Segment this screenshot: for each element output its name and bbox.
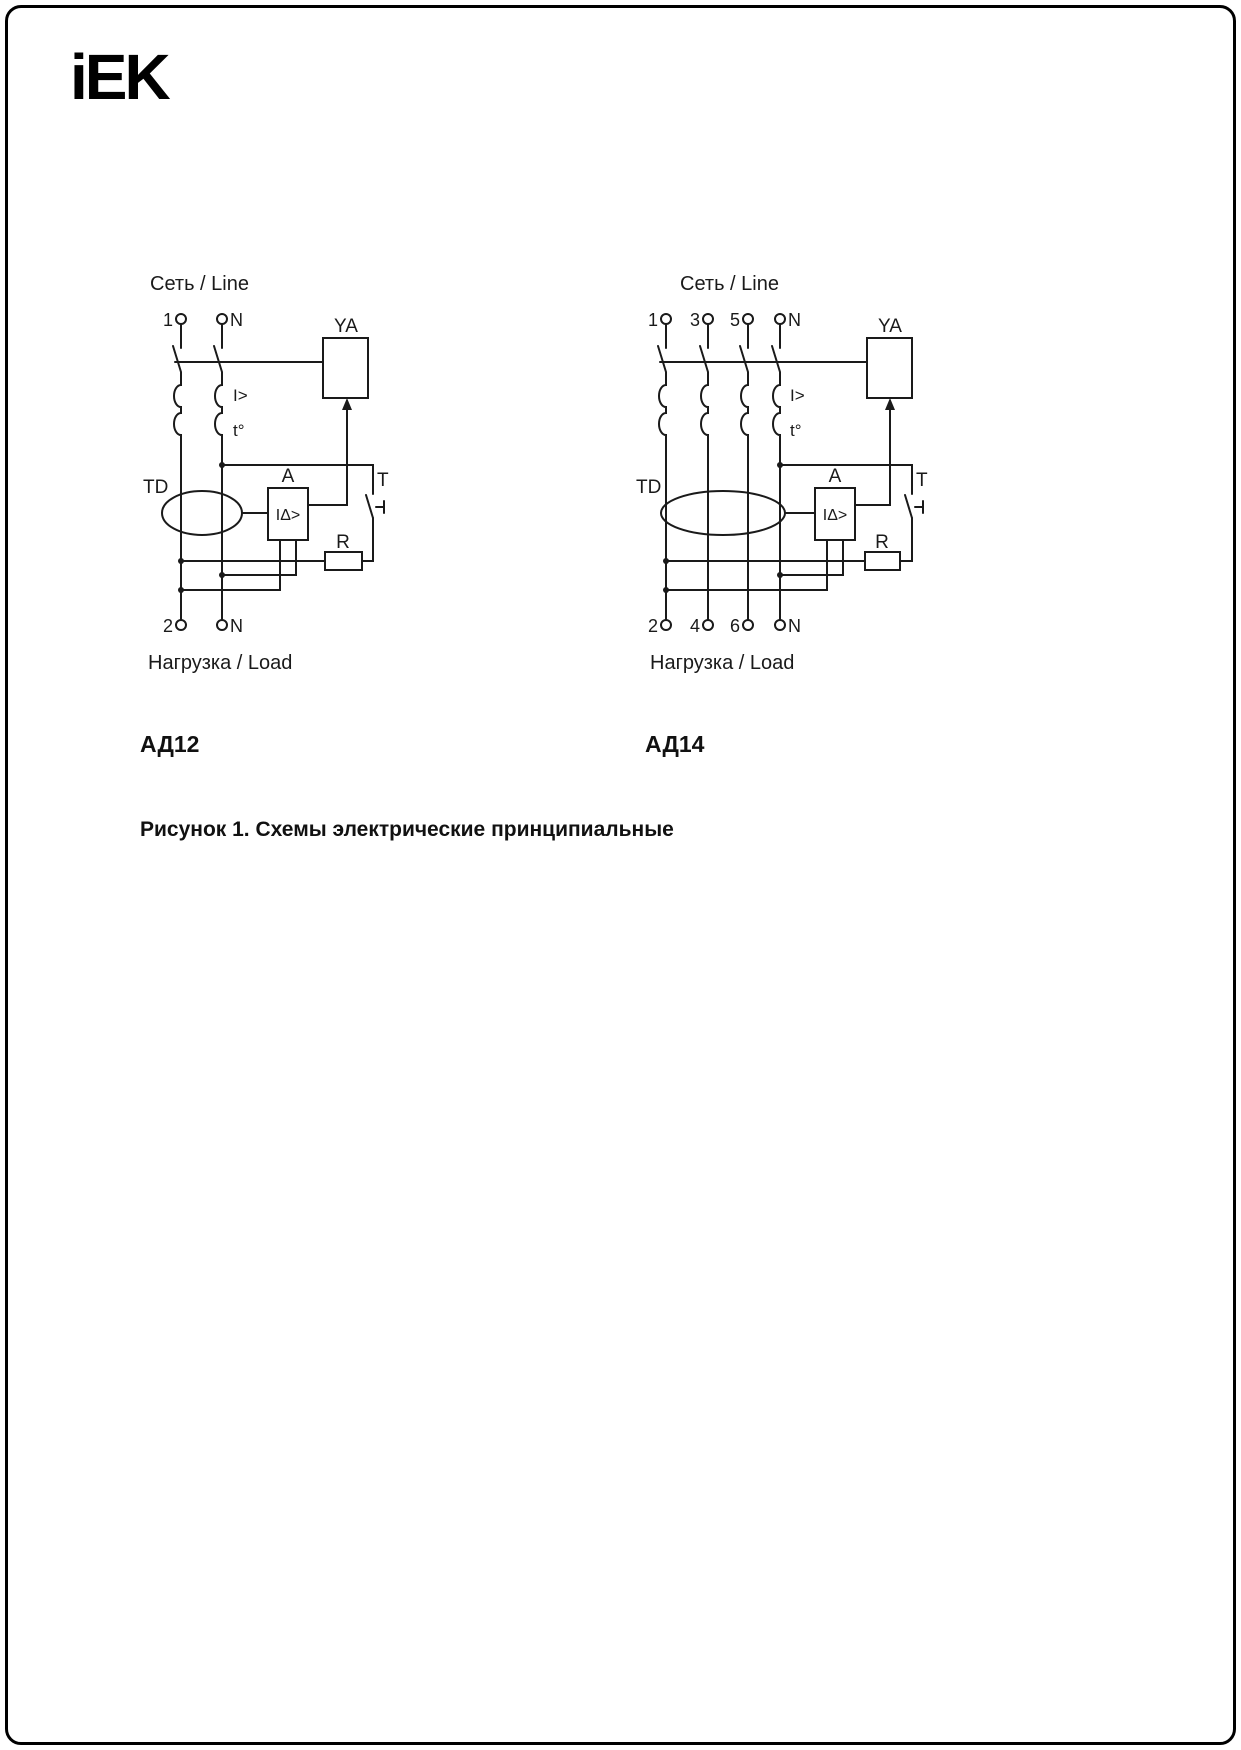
resistor-box — [864, 551, 901, 571]
trip-coil-label: YA — [878, 316, 902, 337]
ad14-schematic: Сеть / Line 1 3 5 N YA I> t° TD A IΔ> T … — [636, 273, 928, 674]
terminal-top-n-label: N — [230, 310, 243, 330]
arrow-up-icon — [342, 398, 352, 410]
amplifier-to-coil-wire — [854, 405, 891, 506]
line-label: Сеть / Line — [680, 273, 779, 295]
iek-logo: iEK — [70, 41, 171, 113]
line-label: Сеть / Line — [150, 273, 249, 295]
terminal-top-5 — [742, 313, 754, 325]
diagram-title-ad12: АД12 — [140, 731, 200, 757]
pole-n-wire — [771, 323, 781, 621]
terminal-bottom-2 — [175, 619, 187, 631]
arrow-up-icon — [885, 398, 895, 410]
resistor-label: R — [336, 532, 350, 553]
test-wire-top — [779, 464, 913, 495]
transformer-label: TD — [636, 477, 661, 498]
amplifier-supply-wire-n — [779, 539, 844, 576]
test-button-contact — [365, 494, 374, 519]
terminal-top-n-label: N — [788, 310, 801, 330]
terminal-top-5-label: 5 — [730, 310, 740, 330]
terminal-bottom-n — [774, 619, 786, 631]
junction-dot — [777, 572, 783, 578]
overcurrent-label: I> — [790, 386, 805, 405]
terminal-bottom-4 — [702, 619, 714, 631]
test-button-contact — [904, 494, 913, 519]
terminal-bottom-n-label: N — [230, 616, 243, 636]
amplifier-supply-wire-1 — [665, 539, 828, 591]
terminal-top-n — [774, 313, 786, 325]
test-wire-bottom — [899, 517, 913, 562]
test-button-label: T — [916, 470, 928, 491]
ad12-schematic: Сеть / Line 1 N YA I> t° TD A IΔ> T R 2 … — [143, 273, 389, 674]
terminal-bottom-6-label: 6 — [730, 616, 740, 636]
amplifier-to-coil-wire — [307, 405, 348, 506]
pole-n-wire — [213, 323, 223, 621]
pole-3-wire — [699, 323, 709, 621]
junction-dot — [178, 587, 184, 593]
transformer-toroid — [161, 490, 243, 536]
load-label: Нагрузка / Load — [148, 652, 292, 674]
junction-dot — [663, 587, 669, 593]
trip-coil-box — [866, 337, 913, 399]
test-wire-bottom — [361, 517, 374, 562]
differential-label: IΔ> — [823, 507, 847, 524]
terminal-bottom-6 — [742, 619, 754, 631]
amplifier-label: A — [829, 466, 842, 487]
amplifier-label: A — [282, 466, 295, 487]
amplifier-box — [814, 487, 856, 541]
test-button-label: T — [377, 470, 389, 491]
pole-5-wire — [739, 323, 749, 621]
transformer-label: TD — [143, 477, 168, 498]
junction-dot — [663, 558, 669, 564]
figure-caption: Рисунок 1. Схемы электрические принципиа… — [140, 818, 674, 841]
terminal-bottom-2-label: 2 — [648, 616, 658, 636]
amplifier-supply-wire-1 — [180, 539, 281, 591]
transformer-toroid — [660, 490, 786, 536]
pole-1-wire — [172, 323, 182, 621]
terminal-top-3-label: 3 — [690, 310, 700, 330]
trip-coil-label: YA — [334, 316, 358, 337]
test-wire-top — [221, 464, 374, 495]
terminal-top-3 — [702, 313, 714, 325]
test-button-actuator — [375, 500, 385, 514]
amplifier-box — [267, 487, 309, 541]
amplifier-supply-wire-n — [221, 539, 297, 576]
terminal-bottom-2 — [660, 619, 672, 631]
terminal-top-n — [216, 313, 228, 325]
differential-label: IΔ> — [276, 507, 300, 524]
terminal-top-1 — [175, 313, 187, 325]
trip-coil-box — [322, 337, 369, 399]
resistor-box — [324, 551, 363, 571]
terminal-bottom-4-label: 4 — [690, 616, 700, 636]
overcurrent-label: I> — [233, 386, 248, 405]
terminal-bottom-n-label: N — [788, 616, 801, 636]
load-label: Нагрузка / Load — [650, 652, 794, 674]
resistor-label: R — [875, 532, 889, 553]
terminal-bottom-n — [216, 619, 228, 631]
junction-dot — [219, 572, 225, 578]
junction-dot — [178, 558, 184, 564]
thermal-label: t° — [790, 421, 802, 440]
terminal-bottom-2-label: 2 — [163, 616, 173, 636]
terminal-top-1-label: 1 — [648, 310, 658, 330]
test-button-actuator — [914, 500, 924, 514]
page-border — [5, 5, 1236, 1745]
terminal-top-1 — [660, 313, 672, 325]
diagram-title-ad14: АД14 — [645, 731, 705, 757]
pole-1-wire — [657, 323, 667, 621]
terminal-top-1-label: 1 — [163, 310, 173, 330]
thermal-label: t° — [233, 421, 245, 440]
